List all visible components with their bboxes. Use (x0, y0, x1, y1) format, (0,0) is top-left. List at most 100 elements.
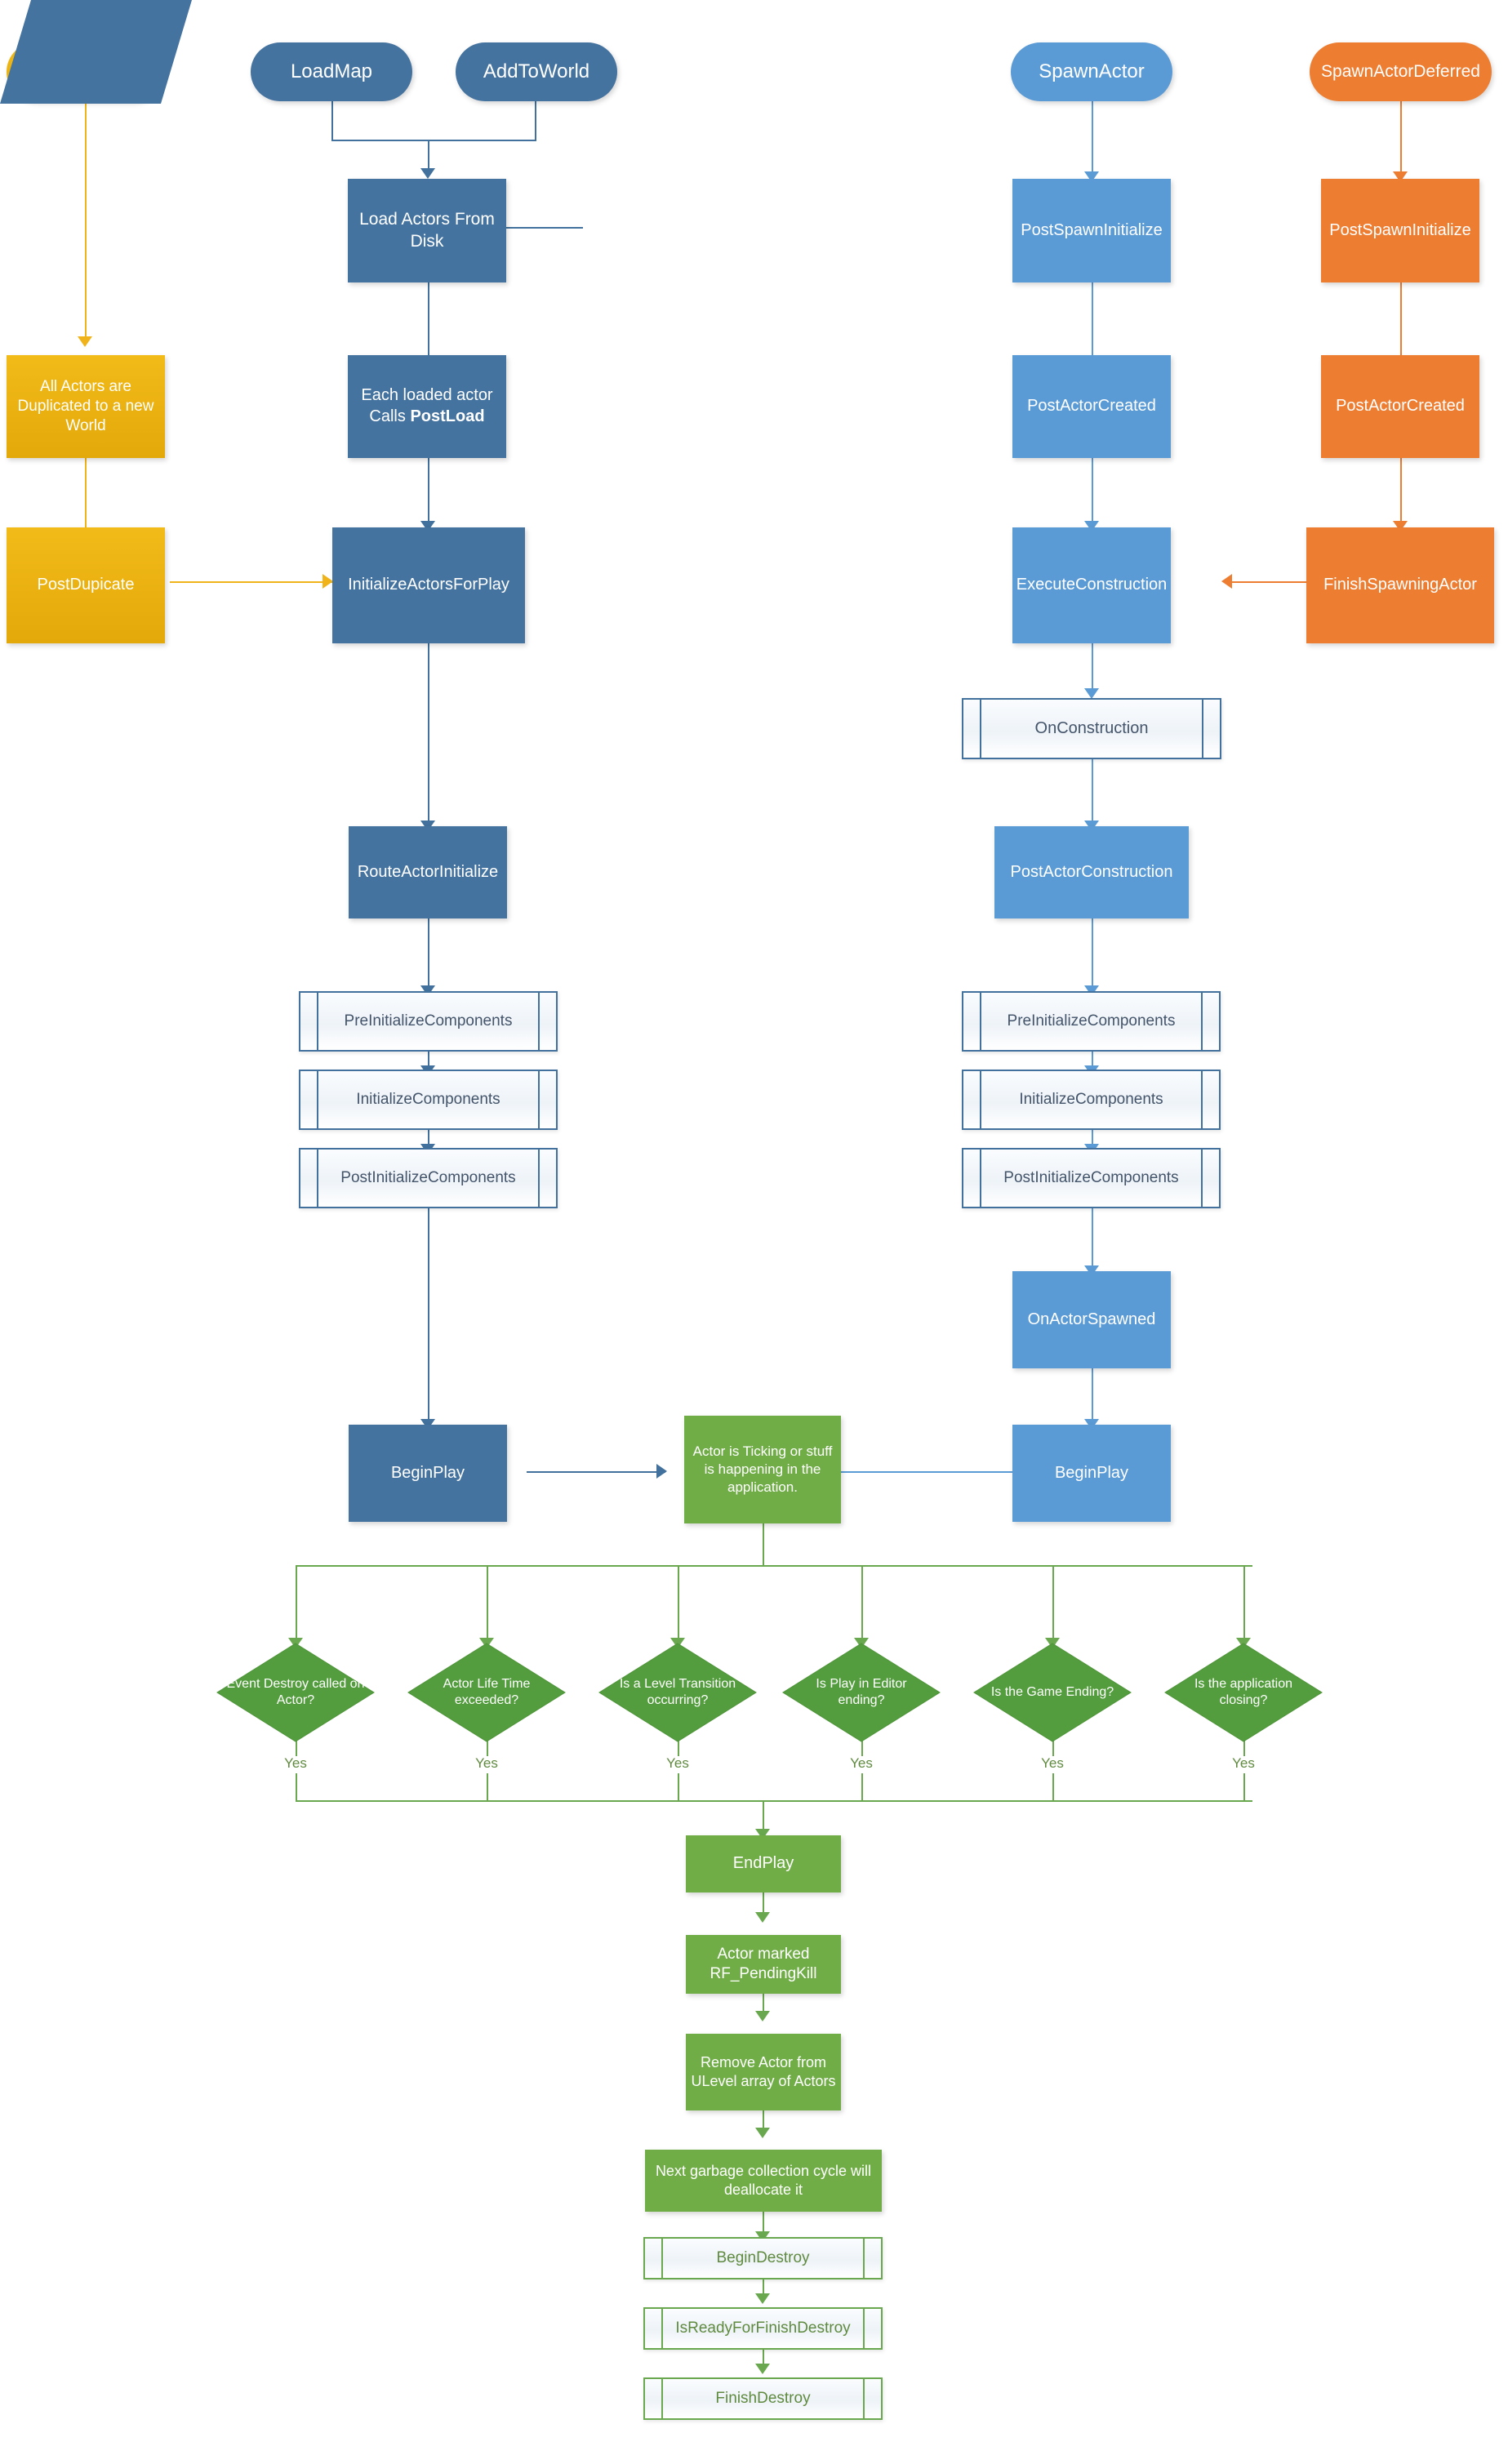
node-post-spawn-initialize-blue[interactable]: PostSpawnInitialize (1012, 179, 1171, 282)
edge-begindestroy-to-isready (763, 2279, 764, 2299)
node-next-garbage-collection[interactable]: Next garbage collection cycle will deall… (645, 2150, 882, 2212)
edge-decision-2-yes-b (678, 1773, 679, 1802)
edge-eachloaded-to-initializeactors (428, 457, 429, 527)
edge-merge-to-loadactors (428, 140, 429, 174)
node-on-actor-spawned[interactable]: OnActorSpawned (1012, 1271, 1171, 1368)
decision-actor-life-time[interactable]: Actor Life Time exceeded? (407, 1643, 566, 1742)
node-post-initialize-components-right[interactable]: PostInitializeComponents (962, 1148, 1221, 1208)
node-execute-construction[interactable]: ExecuteConstruction (1012, 527, 1171, 643)
node-all-actors-duplicated[interactable]: All Actors are Duplicated to a new World (7, 355, 165, 458)
node-label: PostActorConstruction (1010, 862, 1173, 881)
edge-init-to-postinit-right (1092, 1130, 1093, 1150)
node-label: Load Actors From Disk (359, 209, 495, 251)
arrowhead (755, 2293, 770, 2304)
node-pre-initialize-components-right[interactable]: PreInitializeComponents (962, 991, 1221, 1052)
node-post-actor-created-orange[interactable]: PostActorCreated (1321, 355, 1479, 458)
node-spawn-actor-deferred[interactable]: SpawnActorDeferred (1310, 42, 1492, 101)
node-end-play[interactable]: EndPlay (686, 1835, 841, 1892)
node-label: LoadMap (290, 60, 373, 82)
decision-yes-label-4: Yes (1041, 1755, 1064, 1771)
node-label-bold: PostLoad (410, 407, 485, 425)
node-post-spawn-initialize-orange[interactable]: PostSpawnInitialize (1321, 179, 1479, 282)
node-post-actor-created-blue[interactable]: PostActorCreated (1012, 355, 1171, 458)
node-route-actor-initialize[interactable]: RouteActorInitialize (349, 826, 507, 918)
node-begin-play-left[interactable]: BeginPlay (349, 1425, 507, 1522)
edge-playineditor-to-duplicated (85, 61, 87, 340)
node-label: SpawnActor (1039, 60, 1145, 82)
node-begin-destroy[interactable]: BeginDestroy (643, 2237, 883, 2279)
node-post-duplicate[interactable]: PostDupicate (7, 527, 165, 643)
edge-merge-bar (331, 140, 536, 141)
node-label: InitializeComponents (1019, 1090, 1163, 1108)
node-label: IsReadyForFinishDestroy (675, 2319, 851, 2337)
node-label: SpawnActorDeferred (1321, 61, 1480, 81)
node-initialize-actors-for-play[interactable]: InitializeActorsForPlay (332, 527, 525, 643)
node-finish-destroy[interactable]: FinishDestroy (643, 2377, 883, 2420)
node-label: InitializeComponents (356, 1090, 500, 1108)
arrowhead (1221, 574, 1232, 589)
decision-yes-label-3: Yes (850, 1755, 873, 1771)
decision-play-in-editor-ending[interactable]: Is Play in Editor ending? (782, 1643, 941, 1742)
arrowhead (1084, 688, 1099, 699)
node-post-initialize-components-left[interactable]: PostInitializeComponents (299, 1148, 558, 1208)
edge-duplicated-to-postduplicate (85, 457, 87, 536)
decision-label: Is the application closing? (1194, 1677, 1293, 1707)
node-label: PostInitializeComponents (340, 1168, 516, 1186)
node-pre-initialize-components-left[interactable]: PreInitializeComponents (299, 991, 558, 1052)
node-label: All Actors are Duplicated to a new World (17, 377, 154, 435)
node-spawn-actor[interactable]: SpawnActor (1011, 42, 1172, 101)
decision-label: Is Play in Editor ending? (816, 1677, 907, 1707)
decision-yes-label-1: Yes (475, 1755, 498, 1771)
edge-postinit-to-onactorspawned (1092, 1208, 1093, 1271)
node-label: BeginPlay (1054, 1463, 1129, 1482)
decision-application-closing[interactable]: Is the application closing? (1164, 1643, 1323, 1742)
node-actor-list: Actor 1 Actor 2 Actor 3 ... (0, 0, 779, 1271)
edge-postspawninit-to-postactorcreated-blue (1092, 282, 1093, 363)
edge-preinit-to-init-right (1092, 1052, 1093, 1071)
node-label: PostActorCreated (1336, 397, 1465, 416)
node-label: PostActorCreated (1027, 397, 1156, 416)
edge-decision-4-yes-b (1052, 1773, 1054, 1802)
node-label: Actor is Ticking or stuff is happening i… (692, 1443, 833, 1495)
decision-label: Is the Game Ending? (990, 1685, 1114, 1699)
edge-routeactor-to-preinit (428, 918, 429, 991)
node-label: BeginDestroy (716, 2248, 810, 2266)
edge-postinit-to-beginplay-left (428, 1208, 429, 1425)
node-is-ready-for-finish-destroy[interactable]: IsReadyForFinishDestroy (643, 2307, 883, 2350)
node-load-map[interactable]: LoadMap (251, 42, 412, 101)
decision-label: Actor Life Time exceeded? (443, 1677, 531, 1707)
edge-executeconstruction-to-onconstruction (1092, 643, 1093, 696)
node-on-construction[interactable]: OnConstruction (962, 698, 1221, 759)
node-remove-actor-from-ulevel[interactable]: Remove Actor from ULevel array of Actors (686, 2034, 841, 2110)
arrowhead (755, 2128, 770, 2138)
node-begin-play-right[interactable]: BeginPlay (1012, 1425, 1171, 1522)
node-label: FinishDestroy (715, 2389, 811, 2407)
edge-isready-to-finishdestroy (763, 2350, 764, 2369)
node-post-actor-construction[interactable]: PostActorConstruction (994, 826, 1189, 918)
arrowhead (755, 1912, 770, 1923)
node-label: PostSpawnInitialize (1329, 220, 1471, 239)
arrowhead (323, 574, 333, 589)
node-finish-spawning-actor[interactable]: FinishSpawningActor (1306, 527, 1494, 643)
node-initialize-components-right[interactable]: InitializeComponents (962, 1070, 1221, 1130)
decision-label: Event Destroy called on Actor? (226, 1677, 365, 1707)
node-add-to-world[interactable]: AddToWorld (456, 42, 617, 101)
node-label: BeginPlay (390, 1463, 465, 1482)
decision-game-ending[interactable]: Is the Game Ending? (973, 1643, 1132, 1742)
node-each-loaded-actor-postload[interactable]: Each loaded actor Calls PostLoad (348, 355, 506, 458)
decision-label: Is a Level Transition occurring? (619, 1677, 736, 1707)
node-initialize-components-left[interactable]: InitializeComponents (299, 1070, 558, 1130)
edge-postactorcreated-to-finishspawningactor (1400, 457, 1402, 527)
node-label: PostInitializeComponents (1003, 1168, 1179, 1186)
node-label: Next garbage collection cycle will deall… (655, 2162, 872, 2198)
decision-event-destroy[interactable]: Event Destroy called on Actor? (216, 1643, 375, 1742)
node-load-actors-from-disk[interactable]: Load Actors From Disk (348, 179, 506, 282)
node-actor-is-ticking[interactable]: Actor is Ticking or stuff is happening i… (684, 1416, 841, 1523)
decision-level-transition[interactable]: Is a Level Transition occurring? (598, 1643, 757, 1742)
edge-ticking-to-decisionbus (763, 1523, 764, 1567)
node-label: AddToWorld (483, 60, 590, 82)
node-label: OnConstruction (1034, 718, 1149, 737)
edge-preinit-to-init-left (428, 1052, 429, 1071)
node-actor-marked-pendingkill[interactable]: Actor marked RF_PendingKill (686, 1935, 841, 1994)
